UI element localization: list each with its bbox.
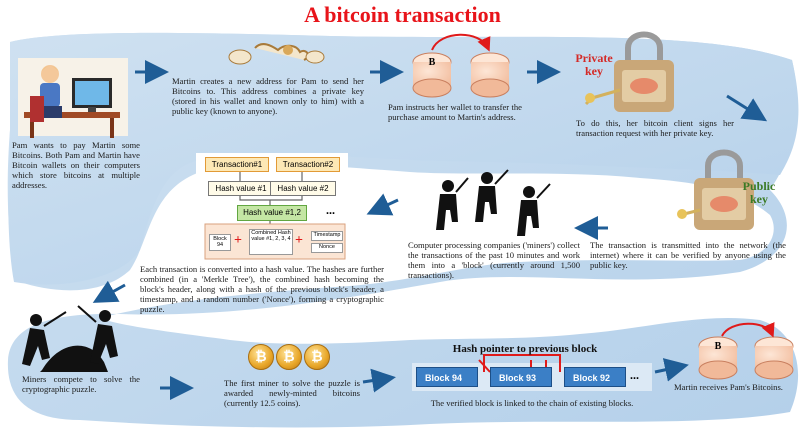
nonce-box: Nonce <box>311 243 343 253</box>
merkle-ellipsis: ... <box>326 203 335 217</box>
private-key-label: Private key <box>575 51 613 78</box>
step-8-text: Miners compete to solve the cryptographi… <box>22 374 140 394</box>
private-key-padlock <box>584 31 674 112</box>
chain-ellipsis: ... <box>630 368 639 382</box>
flow-arrow <box>654 358 689 382</box>
step-3-text: Pam instructs her wallet to transfer the… <box>388 102 522 122</box>
martin-wallet-barrels <box>698 322 794 380</box>
step-7-text: Each transaction is converted into a has… <box>140 264 384 314</box>
step-10-text: The verified block is linked to the chai… <box>430 398 634 408</box>
wallet-b-label: B <box>428 57 436 68</box>
flow-arrow <box>726 94 768 122</box>
step-11-text: Martin receives Pam's Bitcoins. <box>674 382 783 392</box>
bitcoin-coin-icon: ₿ <box>304 344 330 370</box>
wallet-b-label: B <box>714 341 722 352</box>
public-key-padlock <box>677 149 754 230</box>
previous-block-hash-box: Block 94 <box>209 234 231 251</box>
plus-sign: + <box>234 233 242 248</box>
step-9-text: The first miner to solve the puzzle is a… <box>224 378 360 408</box>
step-1-text: Pam wants to pay Martin some Bitcoins. B… <box>12 140 140 190</box>
hash-pointer-label: Hash pointer to previous block <box>452 343 598 355</box>
bitcoin-coin-icon: ₿ <box>276 344 302 370</box>
public-key-label: Public key <box>742 179 776 206</box>
step-4-text: To do this, her bitcoin client signs her… <box>576 118 734 138</box>
chain-block: Block 93 <box>490 367 552 387</box>
chain-block: Block 92 <box>564 367 626 387</box>
hash-value-2-box: Hash value #2 <box>270 181 336 196</box>
combined-hash-box: Combined Hash value #1, 2, 3, 4 <box>249 229 293 255</box>
step-2-text: Martin creates a new address for Pam to … <box>172 76 364 116</box>
transaction-1-box: Transaction#1 <box>205 157 269 172</box>
plus-sign: + <box>295 233 303 248</box>
timestamp-box: Timestamp <box>311 231 343 241</box>
chain-block: Block 94 <box>416 367 478 387</box>
pam-computer-illustration <box>18 58 128 138</box>
wallet-barrels-transfer <box>412 33 510 98</box>
flow-arrow <box>366 193 399 216</box>
hash-value-12-box: Hash value #1,2 <box>237 205 307 221</box>
address-doodle-illustration <box>228 43 325 65</box>
flow-arrow <box>362 368 396 393</box>
page-title: A bitcoin transaction <box>304 2 501 27</box>
step-5-text: The transaction is transmitted into the … <box>590 240 786 270</box>
bitcoin-coin-icon: ₿ <box>248 344 274 370</box>
step-6-text: Computer processing companies ('miners')… <box>408 240 580 280</box>
hash-value-1-box: Hash value #1 <box>208 181 274 196</box>
miners-digging-silhouettes <box>22 305 118 372</box>
miners-silhouettes <box>436 169 551 236</box>
flow-arrow <box>92 280 126 303</box>
transaction-2-box: Transaction#2 <box>276 157 340 172</box>
